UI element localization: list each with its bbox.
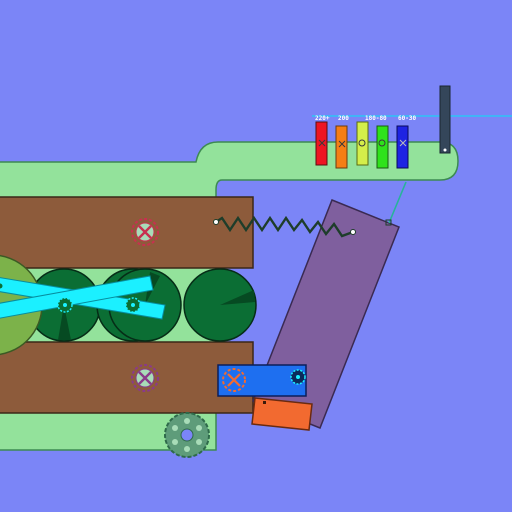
pivot-dot [0, 283, 3, 289]
cog-icon [290, 369, 306, 385]
score-bar-2[interactable]: 200 [335, 115, 349, 169]
score-bar-label: 180-80 [365, 115, 387, 122]
vent-wheel-icon[interactable] [164, 412, 210, 458]
rope [388, 181, 407, 224]
score-bar-label: 200 [338, 115, 349, 122]
rope-anchor [385, 219, 392, 226]
x-gear-icon[interactable] [131, 218, 159, 246]
score-bar-label: 220+ [315, 115, 330, 122]
score-bar-5[interactable]: 60-30 [396, 115, 416, 169]
motor-box[interactable] [217, 364, 307, 397]
score-bar-4[interactable] [376, 125, 389, 169]
score-bar-1[interactable]: 220+ [315, 115, 330, 166]
block-marker [263, 401, 266, 404]
score-bar-label: 60-30 [398, 115, 416, 122]
x-gear-icon[interactable] [131, 364, 159, 392]
wheel[interactable] [183, 268, 257, 342]
cog-icon [125, 297, 141, 313]
post[interactable] [439, 85, 451, 154]
orange-block[interactable] [251, 397, 313, 431]
post-bolt [443, 148, 447, 152]
cog-icon [57, 297, 73, 313]
cyan-beam-lower[interactable] [0, 275, 154, 320]
spring-icon[interactable] [213, 215, 356, 238]
crate-top[interactable] [0, 196, 254, 269]
x-gear-icon[interactable] [222, 368, 246, 392]
score-bar-3[interactable]: 180-80 [356, 115, 387, 166]
crate-bottom[interactable] [0, 341, 254, 414]
